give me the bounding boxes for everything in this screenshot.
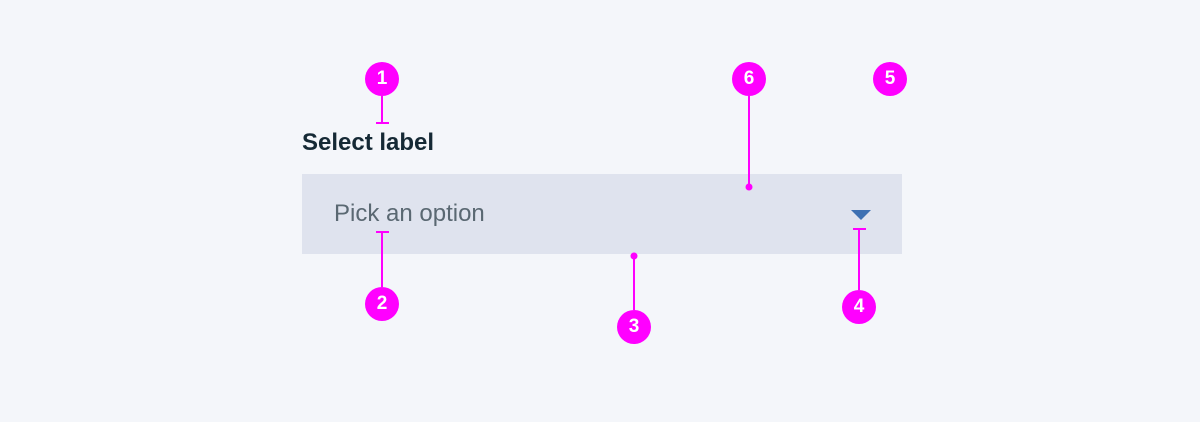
- caret-down-icon: [851, 210, 871, 220]
- annotation-badge-5: 5: [873, 62, 907, 96]
- annotation-badge-3: 3: [617, 310, 651, 344]
- select-placeholder: Pick an option: [334, 200, 485, 227]
- annotation-badge-6: 6: [732, 62, 766, 96]
- select-dropdown[interactable]: Pick an option: [302, 174, 902, 254]
- annotation-badge-4: 4: [842, 290, 876, 324]
- select-label: Select label: [302, 129, 435, 156]
- annotation-badge-2: 2: [365, 287, 399, 321]
- annotation-badge-1: 1: [365, 62, 399, 96]
